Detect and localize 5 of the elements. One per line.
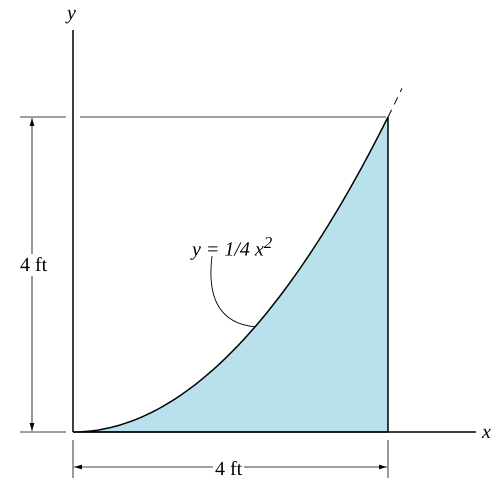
axis-label: x bbox=[482, 421, 491, 443]
dimension-label: 4 ft bbox=[18, 254, 50, 276]
leader-line bbox=[210, 256, 256, 328]
axis-label: y bbox=[67, 2, 76, 24]
equation-label: y = 1/4 x$^{2}$ bbox=[192, 232, 272, 261]
